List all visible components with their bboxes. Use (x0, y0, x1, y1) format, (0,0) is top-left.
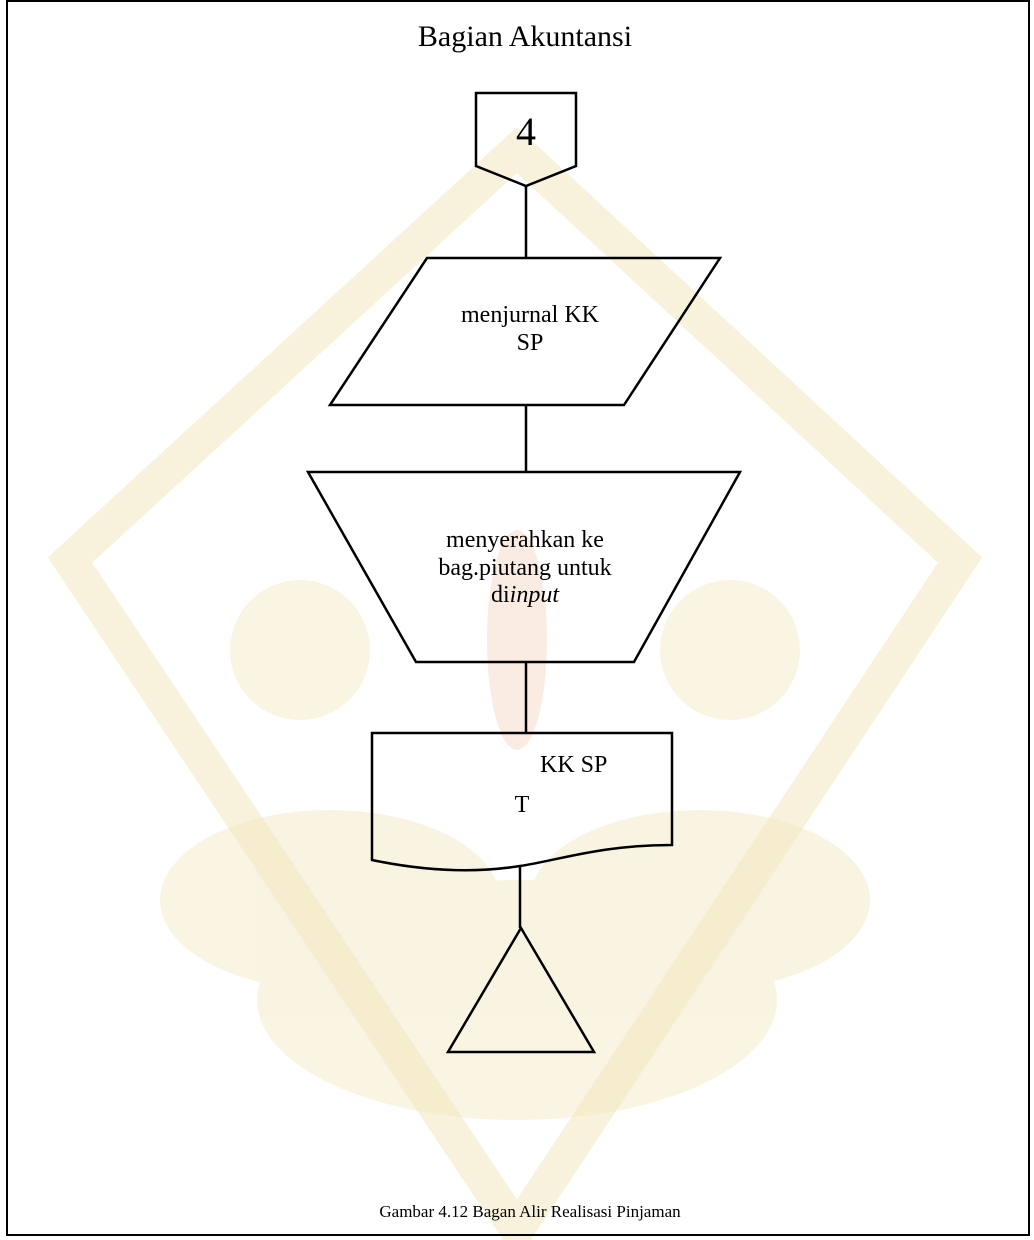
terminal-file-label: T (514, 792, 530, 818)
diagram-title: Bagian Akuntansi (417, 20, 633, 53)
manual-operation-line-1: menyerahkan ke (446, 527, 604, 553)
manual-operation-line-2: bag.piutang untuk (438, 554, 612, 581)
manual-input-line-2: SP (516, 329, 544, 356)
offpage-connector-label: 4 (516, 109, 536, 154)
manual-input-shape (327, 256, 723, 407)
document-label: KK SP (540, 752, 608, 778)
offpage-connector-shape (474, 91, 578, 188)
manual-operation-line-3: diinput (360, 582, 690, 610)
manual-operation-label: menyerahkan ke bag.piutang untuk diinput (360, 527, 690, 610)
manual-input-label: menjurnal KK SP (380, 302, 680, 357)
manual-operation-shape (305, 470, 743, 664)
figure-caption: Gambar 4.12 Bagan Alir Realisasi Pinjama… (379, 1202, 681, 1221)
manual-input-line-1: menjurnal KK (461, 302, 599, 328)
manual-operation-prefix: di (490, 582, 510, 609)
terminal-file-shape (445, 925, 597, 1054)
page-border (6, 0, 1030, 1236)
manual-operation-italic: input (509, 582, 559, 609)
document-shape (370, 731, 674, 872)
